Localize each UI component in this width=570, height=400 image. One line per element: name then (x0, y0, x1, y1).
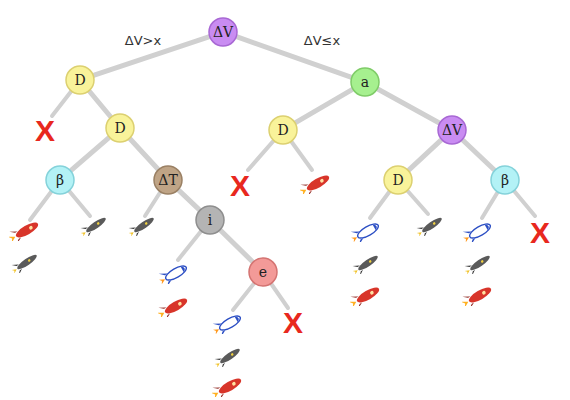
node-circle-shape (438, 116, 466, 144)
red-rocket (297, 170, 332, 199)
node-label: β (45, 165, 75, 195)
node-circle-shape (249, 258, 277, 286)
decision-node: e (248, 257, 278, 287)
grey-missile (414, 213, 445, 240)
tree-branch (71, 138, 108, 170)
grey-missile (126, 213, 157, 240)
red-rocket (155, 293, 190, 322)
node-label: D (383, 165, 413, 195)
grey-missile (78, 213, 109, 240)
decision-node: D (105, 113, 135, 143)
grey-missile (462, 251, 493, 278)
node-label: D (65, 65, 95, 95)
tree-branch (130, 139, 158, 169)
red-rocket (459, 282, 494, 311)
tree-branch (378, 89, 439, 123)
node-label: ΔT (153, 165, 183, 195)
decision-node: β (45, 165, 75, 195)
reject-mark: X (230, 169, 250, 203)
decision-node: ΔV (208, 17, 238, 47)
decision-node: D (268, 115, 298, 145)
blue-rocket (156, 260, 190, 289)
grey-missile (9, 250, 40, 277)
blue-rocket (210, 310, 244, 339)
reject-mark: X (530, 216, 550, 250)
node-label: ΔV (437, 115, 467, 145)
tree-branch (221, 231, 253, 262)
node-circle-shape (154, 166, 182, 194)
red-rocket (209, 373, 244, 400)
node-circle-shape (209, 18, 237, 46)
node-label: β (490, 165, 520, 195)
node-circle-shape (269, 116, 297, 144)
branch-condition: ΔV≤x (304, 33, 340, 48)
decision-node: β (490, 165, 520, 195)
node-label: i (195, 205, 225, 235)
decision-node: D (65, 65, 95, 95)
node-circle-shape (66, 66, 94, 94)
reject-mark: X (283, 306, 303, 340)
tree-branch (409, 140, 441, 170)
node-circle-shape (196, 206, 224, 234)
tree-branch (179, 190, 199, 209)
grey-missile (212, 344, 243, 371)
tree-branch (463, 140, 494, 169)
decision-node: ΔV (437, 115, 467, 145)
decision-node: ΔT (153, 165, 183, 195)
decision-node: a (350, 67, 380, 97)
red-rocket (347, 282, 382, 311)
tree-branch (90, 92, 111, 117)
node-label: a (350, 67, 380, 97)
node-label: D (105, 113, 135, 143)
node-label: e (248, 257, 278, 287)
branch-condition: ΔV>x (125, 33, 161, 48)
tree-branch (296, 90, 352, 123)
rocket-leaves (6, 170, 494, 400)
blue-rocket (460, 218, 494, 247)
node-circle-shape (384, 166, 412, 194)
node-label: ΔV (208, 17, 238, 47)
node-circle-shape (351, 68, 379, 96)
decision-node: i (195, 205, 225, 235)
node-label: D (268, 115, 298, 145)
node-circle-shape (46, 166, 74, 194)
leaf-lines (30, 80, 535, 310)
node-circle-shape (491, 166, 519, 194)
node-circle-shape (106, 114, 134, 142)
decision-node: D (383, 165, 413, 195)
grey-missile (350, 251, 381, 278)
reject-mark: X (35, 114, 55, 148)
red-rocket (6, 217, 41, 246)
blue-rocket (348, 218, 382, 247)
